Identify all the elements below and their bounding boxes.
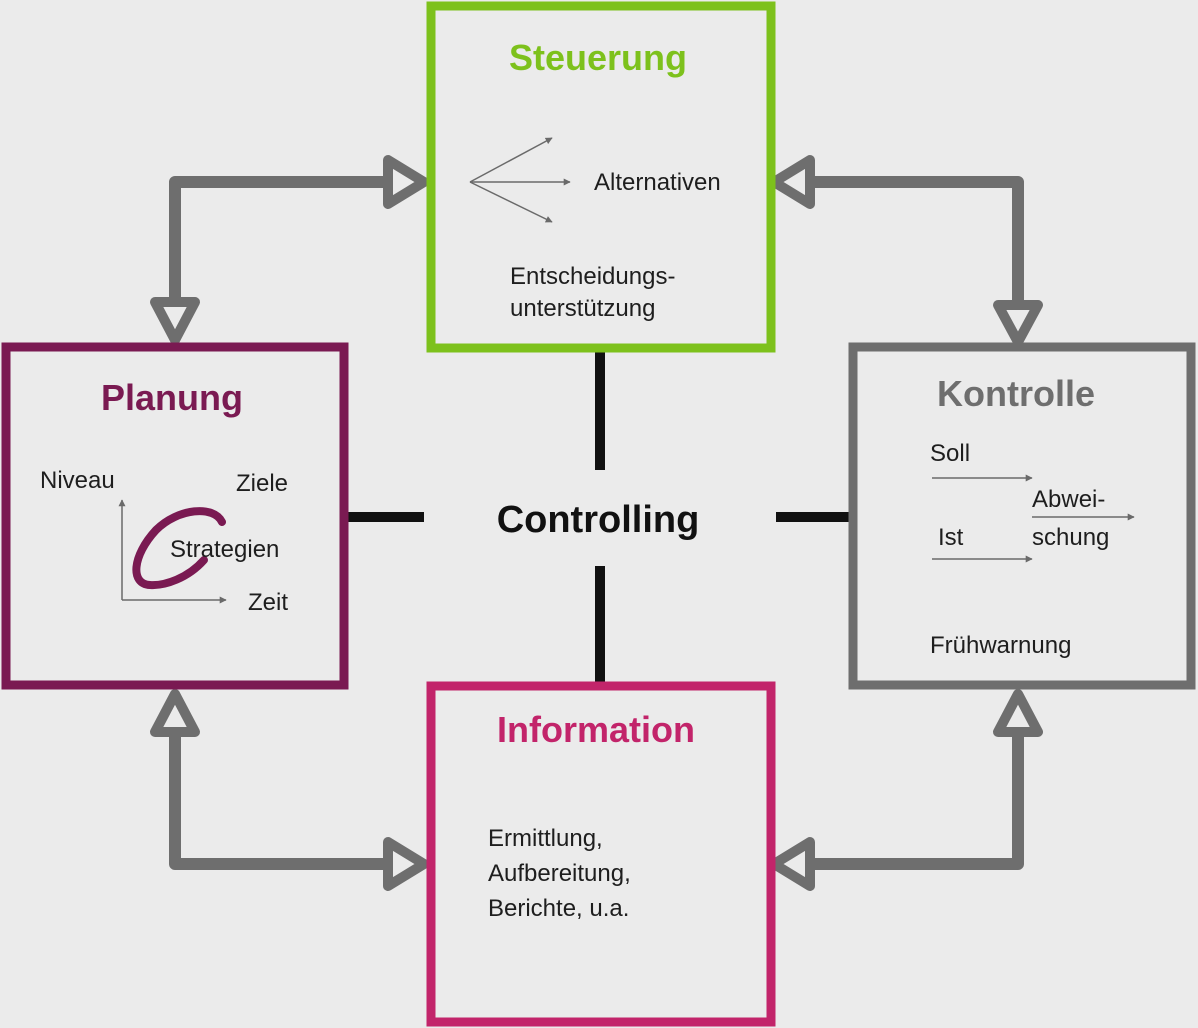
kontrolle-box: Kontrolle Soll Ist Abwei- schung Frühwar… bbox=[848, 342, 1196, 690]
planung-frame bbox=[1, 342, 349, 690]
information-frame bbox=[426, 681, 776, 1027]
steuerung-title: Steuerung bbox=[509, 37, 687, 78]
abweichung-line1: Abwei- bbox=[1032, 486, 1105, 513]
steuerung-box: Steuerung Alternativen Entscheidungs- un… bbox=[426, 1, 776, 353]
arrowhead-to-information-right bbox=[769, 837, 815, 891]
ziele-label: Ziele bbox=[236, 470, 288, 497]
connector-steuerung-kontrolle bbox=[769, 155, 1043, 347]
arrowhead-to-kontrolle-bottom bbox=[993, 689, 1043, 737]
alternatives-label: Alternativen bbox=[594, 169, 721, 196]
kontrolle-frame bbox=[848, 342, 1196, 690]
information-title: Information bbox=[497, 709, 695, 750]
steuerung-frame bbox=[426, 1, 776, 353]
connector-information-planung bbox=[150, 689, 429, 891]
center-label: Controlling bbox=[497, 499, 700, 541]
zeit-label: Zeit bbox=[248, 589, 288, 616]
arrowhead-to-planung-top bbox=[150, 297, 200, 345]
information-line2: Aufbereitung, bbox=[488, 860, 631, 887]
decision-support-line1: Entscheidungs- bbox=[510, 263, 675, 290]
planung-box: Planung Niveau Ziele Strategien Zeit bbox=[1, 342, 349, 690]
strategien-label: Strategien bbox=[170, 536, 279, 563]
arrowhead-to-information-left bbox=[383, 837, 429, 891]
information-line1: Ermittlung, bbox=[488, 825, 603, 852]
planung-title: Planung bbox=[101, 377, 243, 418]
decision-support-line2: unterstützung bbox=[510, 295, 655, 322]
arrowhead-to-kontrolle-top bbox=[993, 300, 1043, 347]
connector-steuerung-planung bbox=[150, 155, 429, 345]
information-box: Information Ermittlung, Aufbereitung, Be… bbox=[426, 681, 776, 1027]
arrowhead-to-steuerung-left bbox=[383, 155, 429, 209]
connector-information-kontrolle bbox=[769, 689, 1043, 891]
soll-label: Soll bbox=[930, 440, 970, 467]
axes-icon bbox=[118, 499, 227, 604]
fruehwarnung-label: Frühwarnung bbox=[930, 632, 1071, 659]
arrowhead-to-planung-bottom bbox=[150, 689, 200, 737]
information-line3: Berichte, u.a. bbox=[488, 895, 629, 922]
kontrolle-title: Kontrolle bbox=[937, 373, 1095, 414]
abweichung-line2: schung bbox=[1032, 524, 1109, 551]
arrowhead-to-steuerung-right bbox=[769, 155, 815, 209]
strategy-curve-icon bbox=[132, 507, 226, 590]
branch-arrows-icon bbox=[469, 137, 571, 223]
niveau-label: Niveau bbox=[40, 467, 115, 494]
ist-label: Ist bbox=[938, 524, 964, 551]
